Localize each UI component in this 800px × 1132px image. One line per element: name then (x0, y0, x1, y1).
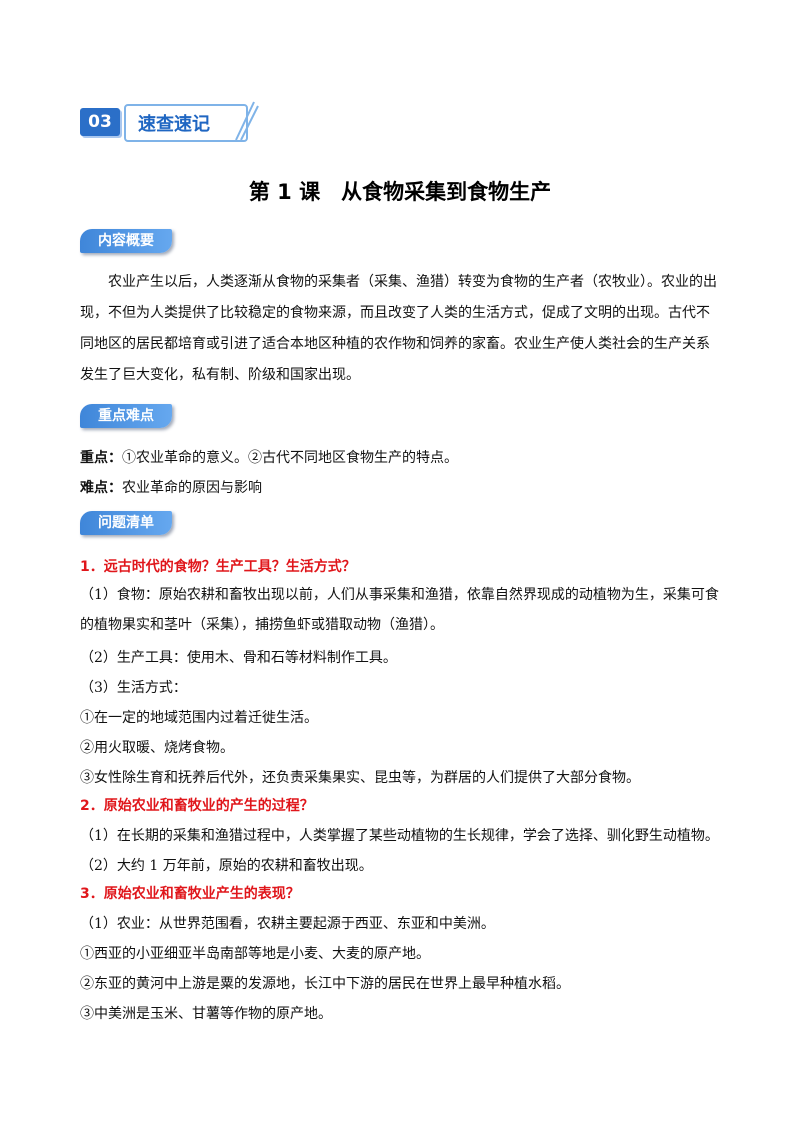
section-banner: 03 速查速记 (80, 98, 260, 148)
important-line: 重点：①农业革命的意义。②古代不同地区食物生产的特点。 (80, 447, 725, 467)
q2-p1: （1）在长期的采集和渔猎过程中，人类掌握了某些动植物的生长规律，学会了选择、驯化… (80, 828, 719, 844)
tag-questions: 问题清单 (80, 511, 172, 535)
q1-life: （3）生活方式： (80, 680, 187, 696)
difficult-text: 农业革命的原因与影响 (122, 480, 262, 496)
lesson-title: 第 1 课 从食物采集到食物生产 (248, 180, 552, 204)
important-text: ①农业革命的意义。②古代不同地区食物生产的特点。 (122, 450, 458, 466)
tag-key-points: 重点难点 (80, 404, 172, 428)
q3-p1: （1）农业：从世界范围看，农耕主要起源于西亚、东亚和中美洲。 (80, 916, 495, 932)
q1-life-3: ③女性除生育和抚养后代外，还负责采集果实、昆虫等，为群居的人们提供了大部分食物。 (80, 770, 640, 786)
banner-title-box: 速查速记 (124, 104, 248, 142)
banner-title: 速查速记 (138, 114, 210, 135)
question-1-title: 1．远古时代的食物？生产工具？生活方式？ (80, 559, 356, 575)
q3-p2: ①西亚的小亚细亚半岛南部等地是小麦、大麦的原产地。 (80, 946, 430, 962)
question-3-title: 3．原始农业和畜牧业产生的表现？ (80, 886, 300, 902)
q2-p2: （2）大约 1 万年前，原始的农耕和畜牧出现。 (80, 858, 373, 874)
q3-p3: ②东亚的黄河中上游是粟的发源地，长江中下游的居民在世界上最早种植水稻。 (80, 976, 570, 992)
question-2-title: 2．原始农业和畜牧业的产生的过程？ (80, 798, 314, 814)
q3-p4: ③中美洲是玉米、甘薯等作物的原产地。 (80, 1006, 332, 1022)
important-label: 重点： (80, 450, 122, 466)
banner-number: 03 (80, 108, 120, 136)
q1-life-1: ①在一定的地域范围内过着迁徙生活。 (80, 710, 318, 726)
overview-paragraph: 农业产生以后，人类逐渐从食物的采集者（采集、渔猎）转变为食物的生产者（农牧业）。… (80, 274, 717, 383)
pencil-decoration-icon (235, 101, 259, 141)
difficult-line: 难点：农业革命的原因与影响 (80, 477, 725, 497)
q1-life-2: ②用火取暖、烧烤食物。 (80, 740, 234, 756)
q1-tools: （2）生产工具：使用木、骨和石等材料制作工具。 (80, 650, 397, 666)
difficult-label: 难点： (80, 480, 122, 496)
tag-overview: 内容概要 (80, 229, 172, 253)
q1-food: （1）食物：原始农耕和畜牧出现以前，人们从事采集和渔猎，依靠自然界现成的动植物为… (80, 587, 719, 633)
